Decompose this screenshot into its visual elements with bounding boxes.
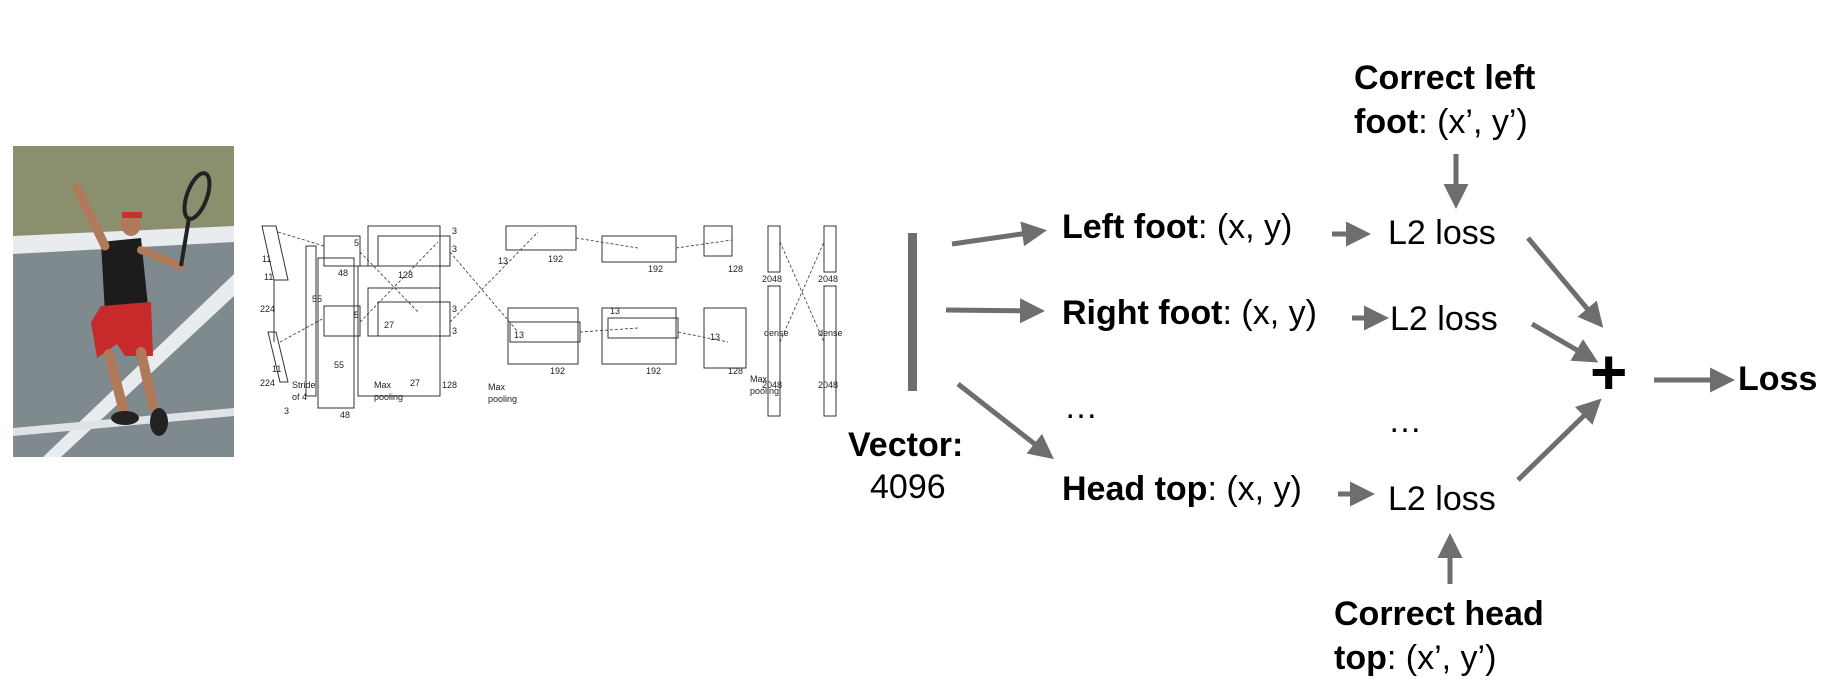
l2-loss-head-top: L2 loss — [1388, 482, 1496, 516]
output-left-foot-coords: : (x, y) — [1198, 208, 1292, 246]
output-head-top-coords: : (x, y) — [1207, 470, 1301, 508]
final-loss: Loss — [1738, 362, 1817, 396]
l2-loss-right-foot: L2 loss — [1390, 302, 1498, 336]
output-left-foot: Left foot: (x, y) — [1062, 210, 1292, 244]
sum-symbol: + — [1590, 340, 1627, 404]
target-left-foot-bold: foot — [1354, 103, 1418, 141]
vector-value: 4096 — [870, 470, 946, 504]
output-left-foot-name: Left foot — [1062, 208, 1198, 246]
target-left-foot-coords: : (x’, y’) — [1418, 103, 1528, 141]
l2-loss-ellipsis: … — [1388, 404, 1422, 438]
target-left-foot: Correct left foot: (x’, y’) — [1354, 56, 1535, 144]
output-head-top-name: Head top — [1062, 470, 1207, 508]
target-head-top-line1: Correct head — [1334, 595, 1544, 633]
target-head-top-coords: : (x’, y’) — [1387, 639, 1497, 677]
vector-bar — [908, 233, 917, 391]
target-left-foot-line1: Correct left — [1354, 59, 1535, 97]
arrow-loss2-to-plus — [1532, 324, 1594, 360]
target-head-top-bold: top — [1334, 639, 1387, 677]
arrow-loss1-to-plus — [1528, 238, 1600, 324]
output-right-foot-name: Right foot — [1062, 294, 1223, 332]
arrow-loss4-to-plus — [1518, 402, 1598, 480]
l2-loss-left-foot: L2 loss — [1388, 216, 1496, 250]
arrow-to-right-foot — [946, 310, 1040, 311]
arrow-to-head-top — [958, 384, 1050, 456]
arrow-to-left-foot — [952, 231, 1042, 244]
vector-title: Vector: — [848, 428, 963, 462]
target-head-top: Correct head top: (x’, y’) — [1334, 592, 1544, 680]
output-right-foot: Right foot: (x, y) — [1062, 296, 1317, 330]
output-ellipsis-text: … — [1064, 388, 1098, 426]
output-right-foot-coords: : (x, y) — [1223, 294, 1317, 332]
output-ellipsis: … — [1064, 390, 1098, 424]
output-head-top: Head top: (x, y) — [1062, 472, 1302, 506]
